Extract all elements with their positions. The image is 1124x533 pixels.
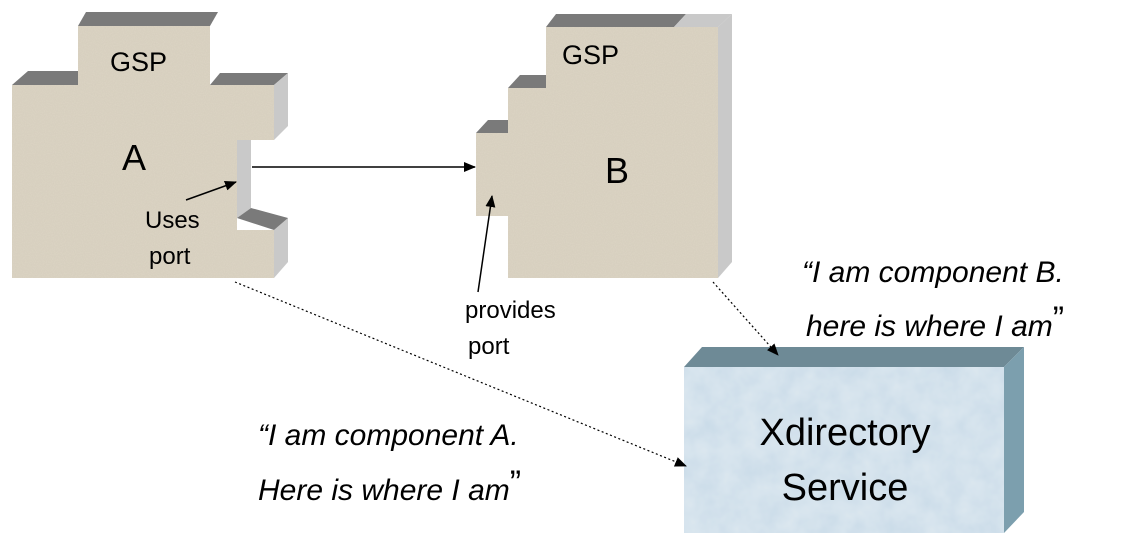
component-a-top-tab [78, 12, 218, 26]
quote-b-line2: here is where I am” [806, 300, 1064, 343]
component-b-face [476, 27, 718, 278]
uses-port-pointer [185, 181, 237, 201]
component-a-top-left [12, 71, 86, 85]
quote-b-line2-text: here is where I am [806, 310, 1053, 343]
component-b-top-tab [546, 14, 686, 27]
component-a-side-lower [274, 218, 288, 278]
xdirectory-service: Xdirectory Service [684, 347, 1024, 533]
uses-port-label-line1: Uses [145, 207, 200, 234]
quote-b-close-mark: ” [1053, 300, 1064, 338]
component-a-face [12, 26, 274, 278]
service-top [684, 347, 1024, 367]
quote-b-line1: “I am component B. [802, 256, 1064, 289]
quote-a-line2-text: Here is where I am [258, 474, 510, 507]
provides-port-label-line2: port [468, 333, 510, 360]
provides-port-label-line1: provides [465, 297, 556, 324]
register-a-dotted-arrow [234, 281, 687, 467]
service-side [1004, 347, 1024, 533]
component-a-side-notch [237, 133, 251, 218]
component-a-side-upper [274, 73, 288, 140]
quote-a-close-mark: ” [510, 464, 521, 502]
quote-a-line2: Here is where I am” [258, 464, 521, 507]
component-b-side [718, 14, 732, 278]
quote-a-line1: “I am component A. [258, 419, 519, 452]
component-a-side-notch-top [237, 208, 288, 230]
service-label-line2: Service [782, 467, 909, 509]
component-b-top-left [508, 75, 556, 88]
component-a-gsp-label: GSP [110, 47, 167, 77]
component-a-top-right [210, 73, 288, 85]
provides-port-pointer [477, 195, 496, 293]
service-label-line1: Xdirectory [759, 412, 930, 454]
component-b-side-tab [674, 14, 732, 27]
component-b-name: B [605, 150, 629, 191]
component-b: GSP B [476, 14, 732, 278]
register-b-dotted-arrow [712, 281, 779, 356]
uses-port-label-line2: port [149, 243, 191, 270]
service-face [684, 367, 1004, 533]
component-a-name: A [122, 137, 146, 178]
component-a: GSP A Uses port [12, 12, 288, 278]
component-b-gsp-label: GSP [562, 40, 619, 70]
